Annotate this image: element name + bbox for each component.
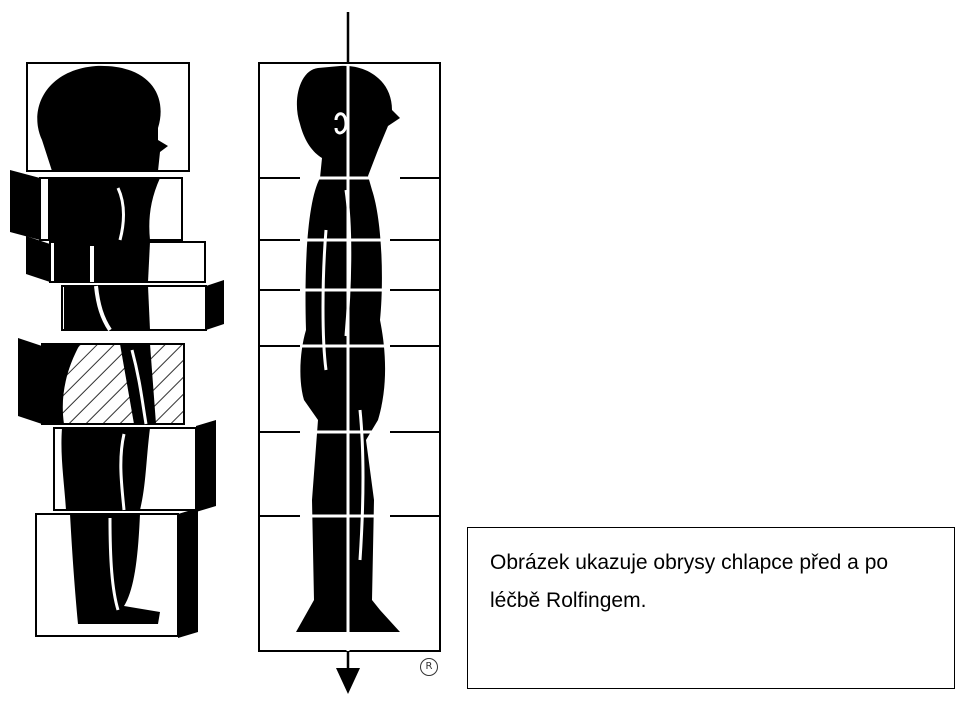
caption-text: Obrázek ukazuje obrysy chlapce před a po…: [490, 544, 940, 620]
before-figure: [10, 63, 224, 638]
plumb-arrow-icon: [336, 668, 360, 694]
before-leg-block: [36, 508, 198, 638]
before-shoulder-block: [10, 170, 182, 240]
after-figure: [259, 12, 440, 694]
before-thigh-block: [54, 420, 216, 512]
before-head-block: [27, 63, 189, 171]
before-chest-block: [26, 236, 205, 282]
before-waist-block: [62, 280, 224, 330]
registered-trademark-mark: R: [420, 658, 438, 676]
caption-box: Obrázek ukazuje obrysy chlapce před a po…: [467, 527, 955, 689]
before-pelvis-block: [18, 338, 184, 424]
